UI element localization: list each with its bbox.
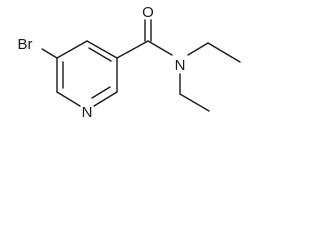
ring-bond	[56, 91, 81, 107]
n-ethyl-bond	[187, 42, 209, 56]
ethyl-bond	[179, 93, 210, 112]
ring-double-bond	[91, 86, 111, 99]
bromine-label: Br	[18, 36, 33, 53]
c-br-bond	[41, 48, 58, 59]
ring-bond	[86, 40, 118, 59]
ring-bond	[93, 91, 118, 107]
ring-bond	[56, 40, 88, 59]
structure-canvas: Br O N N	[18, 4, 241, 121]
ring-double-bond	[88, 47, 112, 62]
carbonyl-oxygen-label: O	[142, 4, 154, 21]
amide-nitrogen-label: N	[175, 57, 186, 74]
pyridine-ring	[56, 40, 118, 107]
carbonyl-n-bond	[147, 40, 173, 56]
ring-nitrogen-label: N	[82, 104, 93, 121]
ring-carbonyl-bond	[116, 40, 149, 59]
ethyl-bond	[207, 42, 241, 63]
